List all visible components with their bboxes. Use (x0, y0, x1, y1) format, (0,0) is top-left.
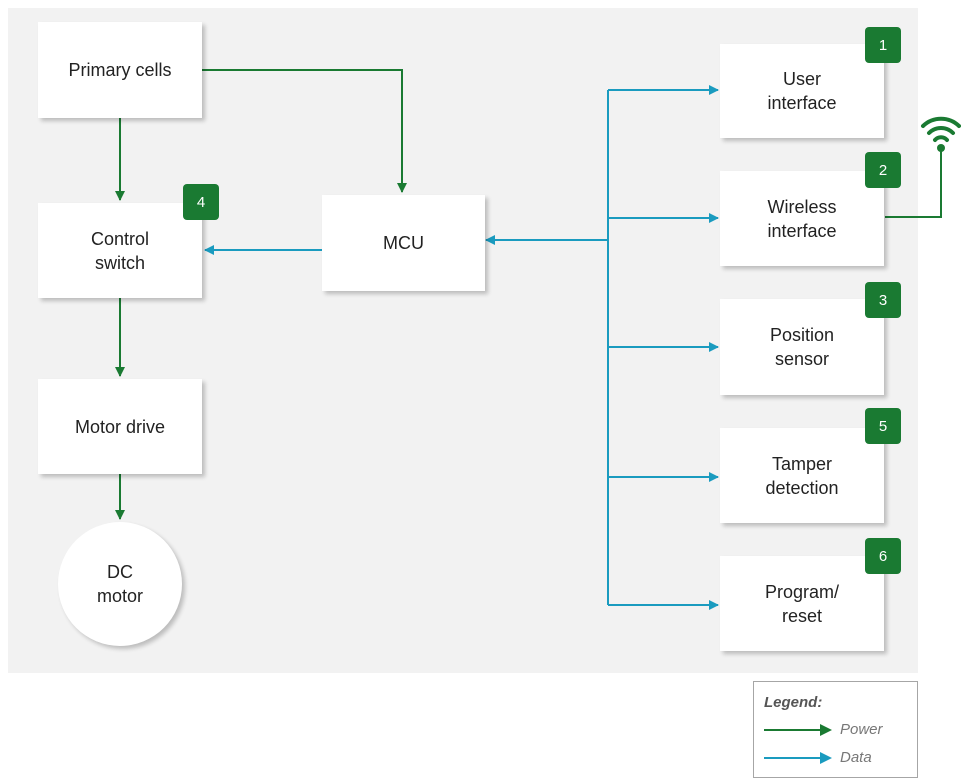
program-reset-label-2: reset (781, 605, 823, 626)
tamper-detection-block: Tamper detection (720, 428, 884, 523)
legend-power-label: Power (840, 721, 883, 738)
badge-user-interface: 1 (865, 27, 901, 63)
wireless-interface-block: Wireless interface (720, 171, 884, 266)
position-sensor-block: Position sensor (720, 299, 884, 395)
motor-drive-label: Motor drive (74, 416, 166, 437)
position-sensor-label-2: sensor (774, 349, 830, 369)
tamper-detection-label-2: detection (765, 477, 839, 498)
program-reset-block: Program/ reset (720, 556, 884, 651)
user-interface-label-1: User (782, 69, 821, 89)
badge-position-sensor: 3 (865, 282, 901, 318)
mcu-block: MCU (322, 195, 485, 291)
control-switch-label-2: switch (94, 252, 145, 273)
control-switch-label-1: Control (90, 228, 150, 249)
badge-tamper-detection: 5 (865, 408, 901, 444)
user-interface-block: User interface (720, 44, 884, 138)
legend: Legend: Power Data (753, 681, 918, 778)
badge-control-switch: 4 (183, 184, 219, 220)
control-switch-block: Control switch (38, 203, 202, 298)
badge-program-reset: 6 (865, 538, 901, 574)
motor-drive-block: Motor drive (38, 379, 202, 474)
badge-wireless-interface: 2 (865, 152, 901, 188)
dc-motor-label-2: motor (96, 586, 143, 606)
primary-cells-label: Primary cells (68, 60, 172, 80)
dc-motor-label-1: DC (107, 562, 133, 582)
legend-swatches (764, 724, 832, 764)
primary-cells-block: Primary cells (38, 22, 202, 118)
dc-motor-block: DC motor (58, 522, 182, 646)
program-reset-label-1: Program/ (764, 581, 840, 602)
power-line-primary-to-mcu (202, 69, 407, 193)
wireless-interface-label-2: interface (767, 220, 837, 241)
wireless-interface-label-1: Wireless (767, 196, 837, 217)
wifi-icon (921, 116, 961, 142)
position-sensor-label-1: Position (769, 325, 835, 345)
tamper-detection-label-1: Tamper (771, 453, 833, 474)
legend-title: Legend: (764, 694, 823, 711)
user-interface-label-2: interface (767, 93, 837, 113)
mcu-label: MCU (383, 233, 424, 253)
antenna-link (885, 150, 942, 218)
legend-data-label: Data (840, 749, 872, 766)
